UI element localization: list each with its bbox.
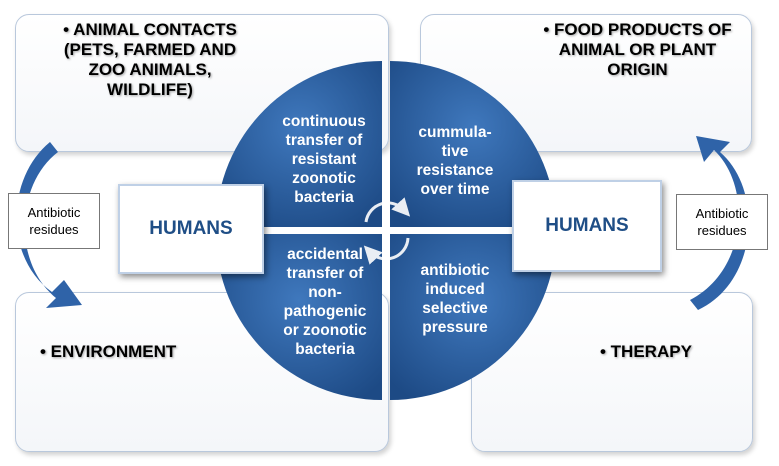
animal-contacts-label: • ANIMAL CONTACTS (PETS, FARMED AND ZOO … (63, 20, 237, 99)
quadrant-bottom-left (216, 234, 382, 400)
humans-right-box: HUMANS (512, 180, 662, 272)
cycle-arrows-icon (363, 197, 411, 265)
quadrant-bottom-right (390, 234, 556, 400)
antibiotic-residues-left-box: Antibiotic residues (8, 193, 100, 249)
food-products-label: • FOOD PRODUCTS OF ANIMAL OR PLANT ORIGI… (543, 20, 732, 79)
antibiotic-residues-left-label: Antibiotic residues (27, 205, 81, 237)
quadrant-bottom-right-text: antibiotic induced selective pressure (420, 262, 490, 336)
antibiotic-residues-right-box: Antibiotic residues (676, 194, 768, 250)
humans-left-label: HUMANS (149, 218, 233, 239)
quadrant-bottom-left-text: accidental transfer of non- pathogenic o… (283, 246, 367, 358)
therapy-label: • THERAPY (600, 342, 692, 361)
humans-right-label: HUMANS (545, 215, 629, 236)
humans-left-box: HUMANS (118, 184, 264, 274)
quadrant-top-left-text: continuous transfer of resistant zoonoti… (282, 113, 366, 206)
right-curved-arrow-icon (690, 136, 749, 310)
antibiotic-residues-right-label: Antibiotic residues (695, 206, 749, 238)
environment-label: • ENVIRONMENT (40, 342, 177, 361)
quadrant-top-right-text: cummula- tive resistance over time (416, 124, 494, 198)
left-curved-arrow-icon (16, 142, 82, 308)
